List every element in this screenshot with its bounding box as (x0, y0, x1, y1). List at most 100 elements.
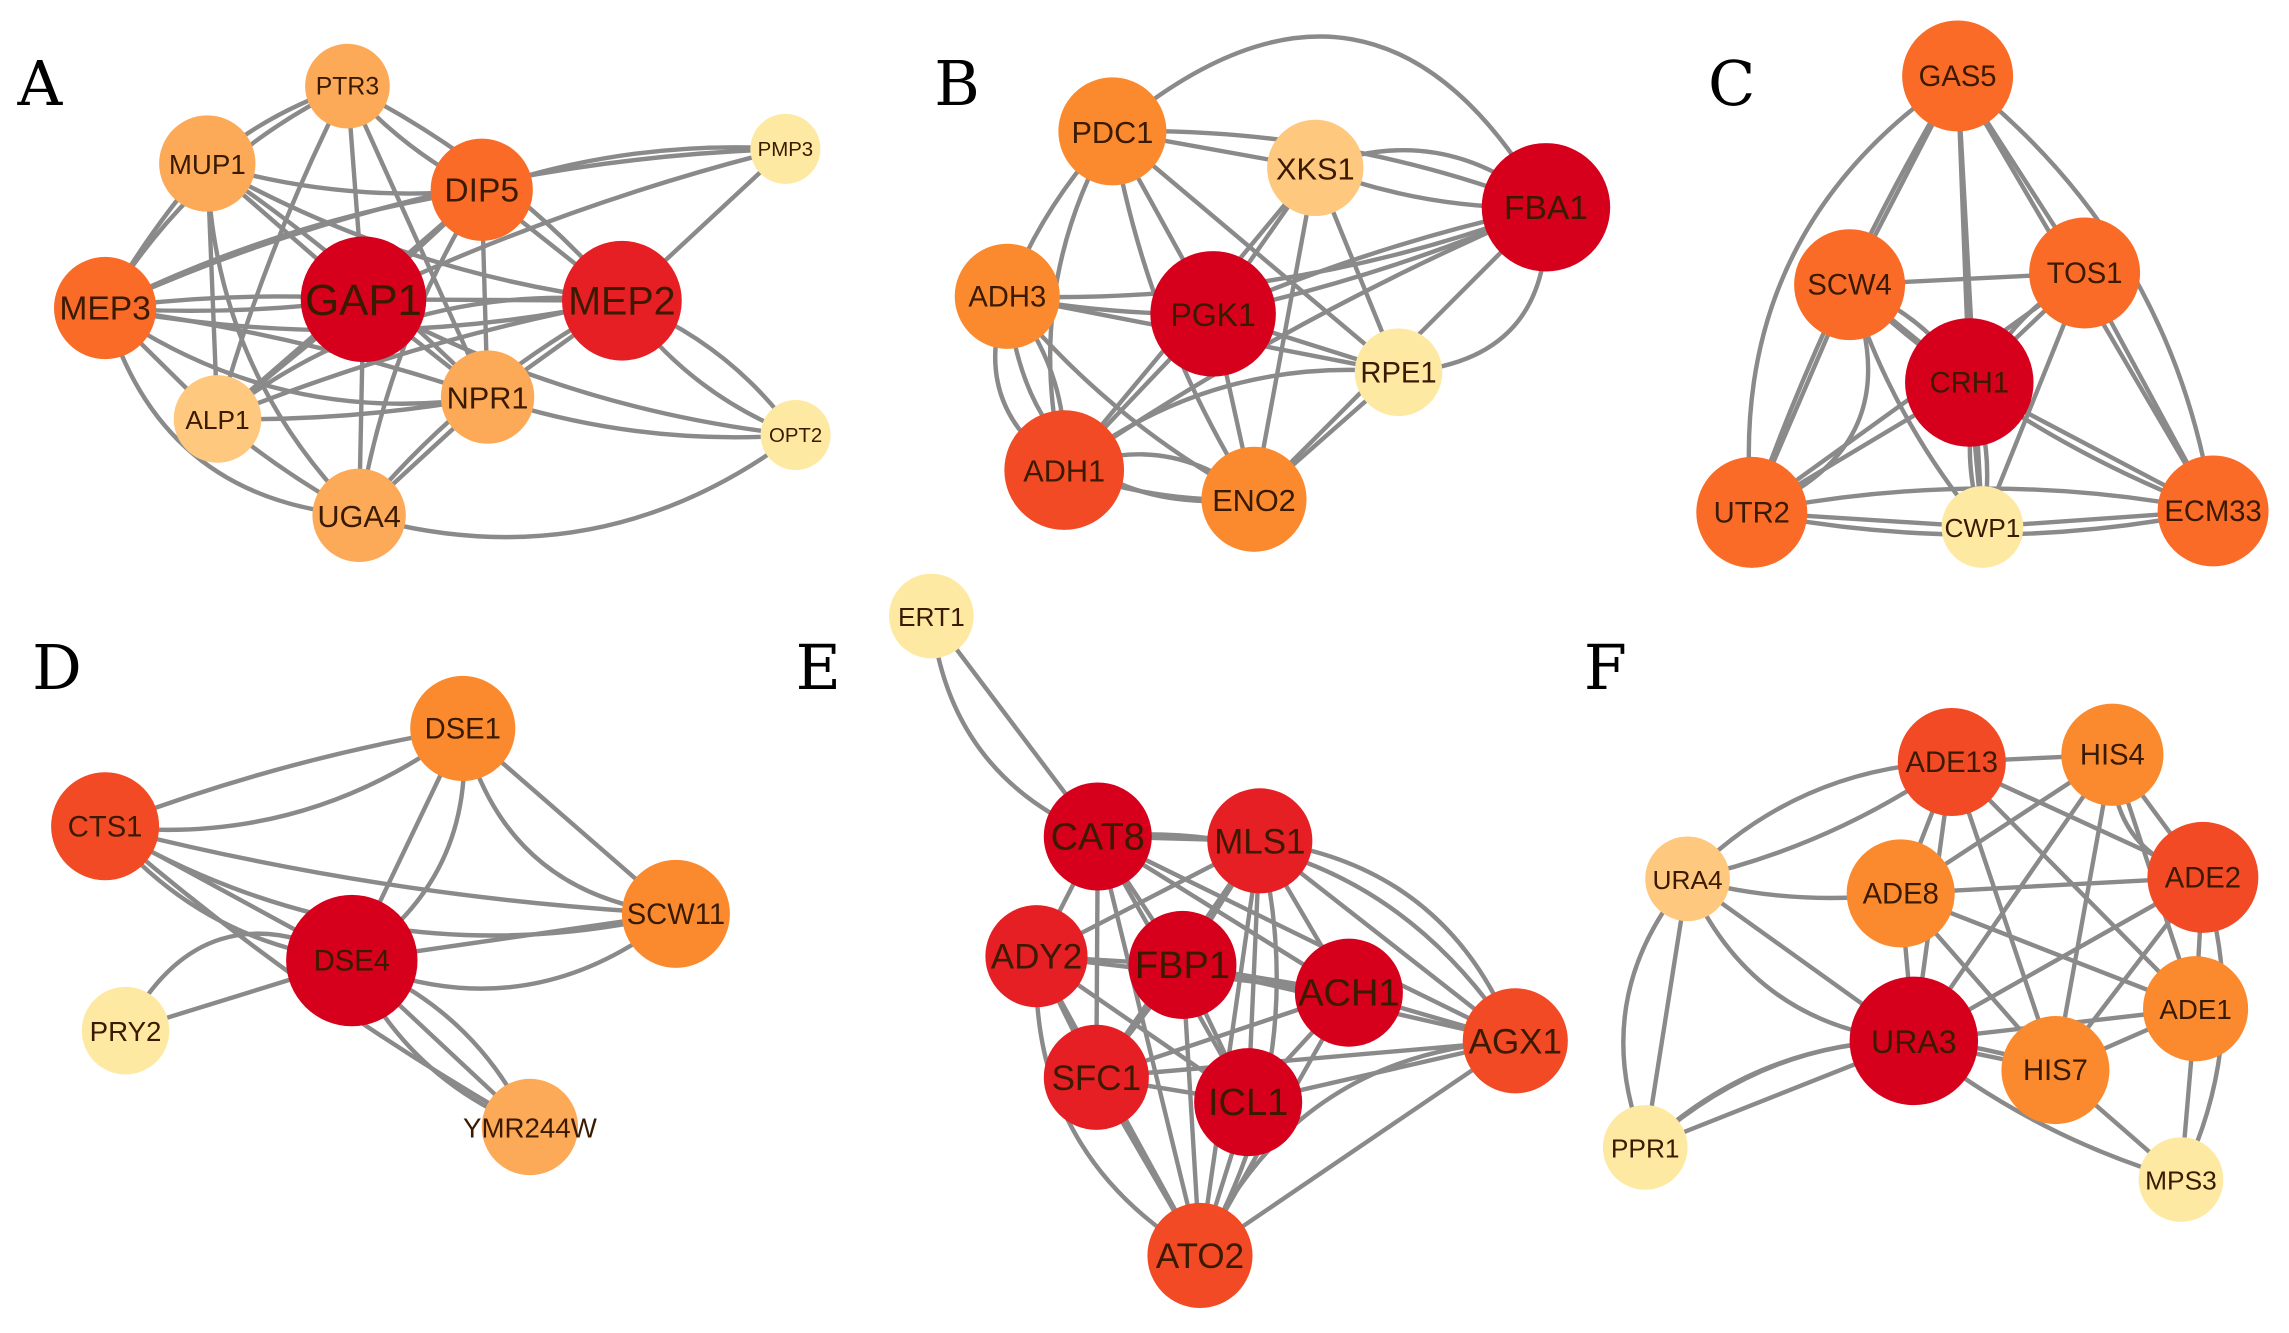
edge-gas5-utr2 (1746, 73, 1960, 515)
node-label-utr2: UTR2 (1714, 497, 1790, 529)
node-ato2: ATO2 (1147, 1202, 1253, 1308)
node-label-cts1: CTS1 (68, 811, 143, 843)
node-circle-ptr3 (305, 43, 390, 129)
node-utr2: UTR2 (1696, 456, 1808, 568)
node-tos1: TOS1 (2029, 217, 2141, 329)
node-label-his4: HIS4 (2080, 740, 2145, 772)
node-ert1: ERT1 (889, 573, 974, 659)
node-circle-mps3 (2138, 1137, 2224, 1222)
node-dse1: DSE1 (410, 675, 516, 782)
node-circle-cts1 (51, 772, 160, 881)
node-label-eno2: ENO2 (1212, 483, 1296, 518)
node-label-ert1: ERT1 (898, 602, 965, 632)
node-label-uga4: UGA4 (317, 499, 401, 534)
node-ura3: URA3 (1849, 976, 1979, 1106)
node-circle-ade8 (1846, 839, 1955, 948)
node-label-adh1: ADH1 (1023, 454, 1105, 489)
node-label-mup1: MUP1 (169, 149, 246, 180)
node-sfc1: SFC1 (1043, 1024, 1149, 1130)
node-label-pdc1: PDC1 (1071, 115, 1153, 150)
node-cat8: CAT8 (1043, 782, 1152, 891)
edge-cts1-dse1 (102, 726, 465, 829)
edge-mup1-uga4 (205, 161, 362, 518)
node-circle-uga4 (312, 468, 406, 563)
node-circle-rpe1 (1354, 328, 1443, 417)
node-circle-dse1 (410, 675, 516, 782)
node-pmp3: PMP3 (750, 113, 821, 184)
edge-mls1-ato2 (1197, 838, 1262, 1258)
node-circle-ach1 (1294, 938, 1403, 1047)
node-dse4: DSE4 (286, 894, 418, 1027)
node-label-agx1: AGX1 (1469, 1022, 1562, 1061)
node-circle-pmp3 (750, 113, 821, 184)
node-label-mep2: MEP2 (568, 280, 675, 324)
panel-letter-a: A (17, 47, 64, 120)
node-circle-ppr1 (1602, 1105, 1688, 1190)
node-cwp1: CWP1 (1941, 486, 2024, 568)
node-label-ptr3: PTR3 (316, 74, 379, 101)
node-label-sfc1: SFC1 (1052, 1059, 1141, 1098)
node-adh3: ADH3 (954, 243, 1060, 349)
node-ura4: URA4 (1645, 836, 1730, 922)
node-label-ade1: ADE1 (2159, 994, 2231, 1025)
node-scw11: SCW11 (621, 859, 730, 968)
node-ppr1: PPR1 (1602, 1105, 1688, 1190)
node-circle-ato2 (1147, 1202, 1253, 1308)
node-circle-opt2 (760, 399, 831, 471)
node-label-pmp3: PMP3 (758, 139, 814, 161)
node-cts1: CTS1 (51, 772, 160, 881)
node-circle-fba1 (1481, 143, 1611, 272)
node-scw4: SCW4 (1794, 229, 1906, 341)
node-label-fbp1: FBP1 (1135, 945, 1230, 987)
node-circle-pgk1 (1150, 251, 1276, 377)
node-circle-tos1 (2029, 217, 2141, 329)
node-uga4: UGA4 (312, 468, 406, 563)
node-circle-his7 (2001, 1016, 2110, 1125)
node-circle-ymr244w (481, 1078, 579, 1176)
edge-cat8-agx1 (1095, 832, 1518, 1044)
node-circle-ade2 (2147, 821, 2259, 933)
node-circle-gas5 (1902, 20, 2014, 132)
node-label-ato2: ATO2 (1156, 1237, 1244, 1276)
node-label-alp1: ALP1 (185, 405, 249, 435)
node-label-ecm33: ECM33 (2164, 496, 2261, 528)
node-label-fba1: FBA1 (1504, 190, 1588, 227)
node-label-ura3: URA3 (1871, 1024, 1957, 1060)
node-circle-icl1 (1194, 1048, 1303, 1157)
node-agx1: AGX1 (1462, 988, 1568, 1094)
node-pdc1: PDC1 (1058, 77, 1167, 186)
node-circle-utr2 (1696, 456, 1808, 568)
node-his4: HIS4 (2061, 703, 2164, 806)
node-circle-ade1 (2143, 956, 2249, 1062)
node-circle-mup1 (159, 115, 256, 212)
node-label-ach1: ACH1 (1298, 973, 1399, 1015)
edge-cat8-ato2 (1095, 834, 1203, 1258)
node-label-tos1: TOS1 (2047, 258, 2123, 290)
node-ade2: ADE2 (2147, 821, 2259, 933)
node-fbp1: FBP1 (1128, 910, 1237, 1019)
node-circle-ert1 (889, 573, 974, 659)
node-circle-cat8 (1043, 782, 1152, 891)
node-pry2: PRY2 (81, 986, 170, 1075)
node-his7: HIS7 (2001, 1016, 2110, 1125)
node-circle-ura4 (1645, 836, 1730, 922)
node-circle-dip5 (430, 138, 533, 241)
node-label-ade13: ADE13 (1906, 747, 1998, 779)
node-circle-scw4 (1794, 229, 1906, 341)
node-label-dip5: DIP5 (444, 172, 519, 209)
node-opt2: OPT2 (760, 399, 831, 471)
node-circle-gap1 (300, 236, 427, 363)
node-circle-adh1 (1004, 410, 1125, 530)
edge-cat8-agx1 (1095, 834, 1518, 1044)
node-circle-cwp1 (1941, 486, 2024, 568)
node-xks1: XKS1 (1267, 119, 1364, 217)
node-circle-ura3 (1849, 976, 1979, 1106)
panel-letter-e: E (796, 631, 841, 704)
edge-pdc1-fba1 (1110, 34, 1549, 210)
node-ptr3: PTR3 (305, 43, 390, 129)
